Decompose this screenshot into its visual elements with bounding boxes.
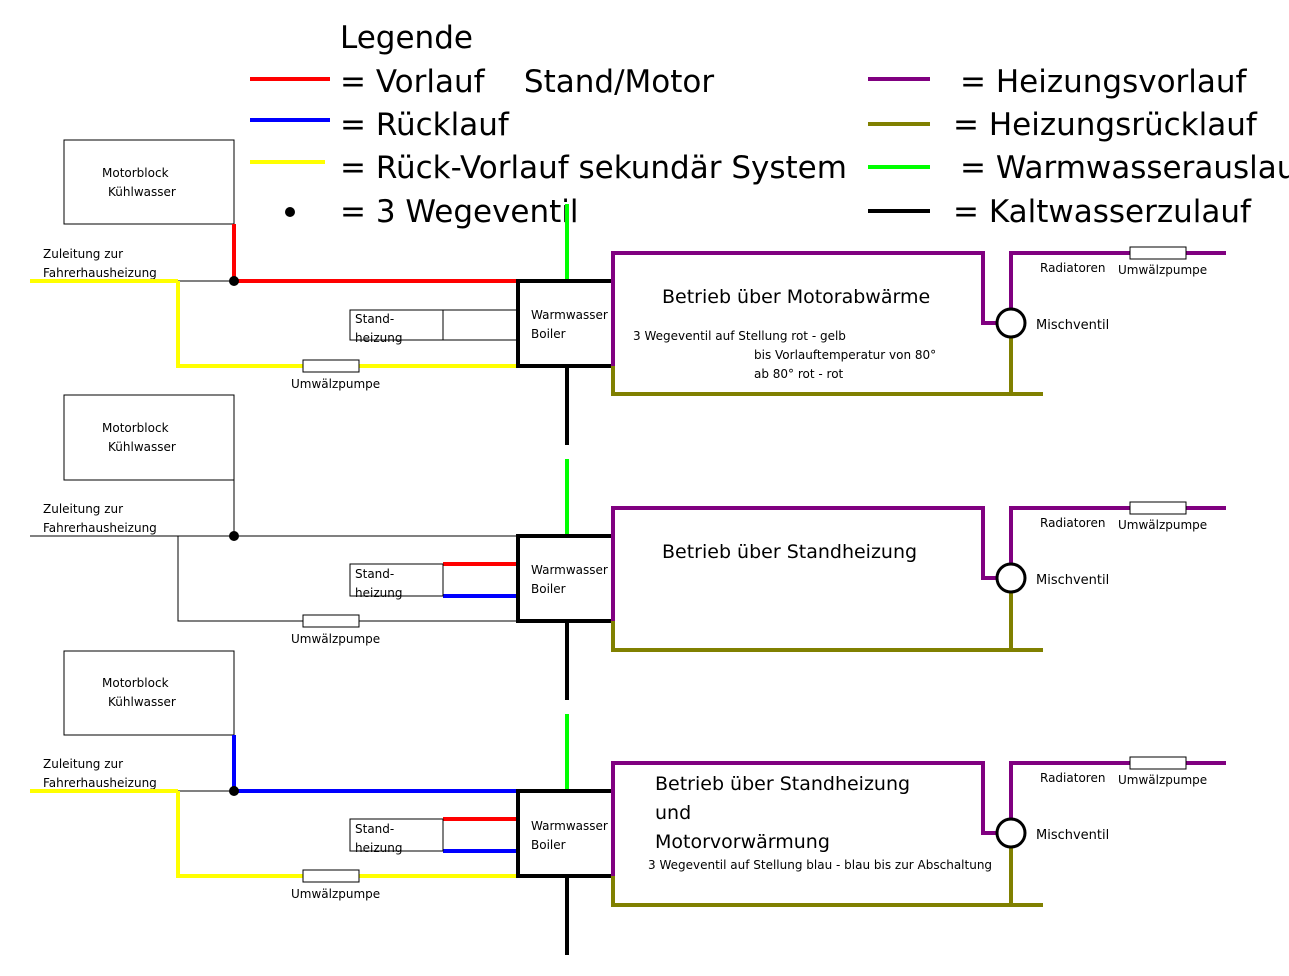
legend-valve-label: = 3 Wegeventil [340,194,579,230]
umwaelzpumpe-label: Umwälzpumpe [1118,518,1207,532]
heizungsvorlauf-pipe [611,506,998,621]
section-note: bis Vorlauftemperatur von 80° [754,348,936,362]
zuleitung-label: Fahrerhausheizung [43,521,157,535]
legend-heizungsruecklauf-label: = Heizungsrücklauf [953,107,1258,143]
heizungsvorlauf-pipe [611,761,998,876]
standheizung-label: heizung [355,841,402,855]
boiler-label: Warmwasser [531,819,608,833]
radiatoren-label: Radiatoren [1040,261,1105,275]
boiler-label: Warmwasser [531,563,608,577]
legend-sekundaer-label: = Rück-Vorlauf sekundär System [340,150,847,186]
section-motor: Motorblock Kühlwasser Zuleitung zur Fahr… [30,139,1226,445]
section-stand: Motorblock Kühlwasser Zuleitung zur Fahr… [30,394,1226,700]
boiler-label: Boiler [531,838,566,852]
boiler-box [516,534,615,623]
heizungsvorlauf-pipe [611,251,998,366]
legend-ruecklauf-label: = Rücklauf [340,107,510,143]
standheizung-label: heizung [355,586,402,600]
standheizung-label: Stand- [355,312,394,326]
umwaelzpumpe-icon [302,869,360,883]
radiatoren-label: Radiatoren [1040,516,1105,530]
boiler-label: Boiler [531,582,566,596]
mischventil-label: Mischventil [1036,573,1109,588]
legend-valve-dot-icon [285,207,295,217]
standheizung-box [349,818,444,852]
umwaelzpumpe-icon [302,614,360,628]
legend-title: Legende [340,20,473,56]
umwaelzpumpe-label: Umwälzpumpe [1118,263,1207,277]
umwaelzpumpe-label: Umwälzpumpe [291,887,380,901]
heizungsruecklauf-pipe [611,366,1043,396]
section-stand-motor: Motorblock Kühlwasser Zuleitung zur Fahr… [30,650,1226,955]
motorblock-label: Kühlwasser [108,695,176,709]
section-title: Motorvorwärmung [655,831,830,853]
mischventil-icon [995,817,1027,849]
three-way-valve-icon [229,786,239,796]
section-note: 3 Wegeventil auf Stellung blau - blau bi… [648,858,992,872]
zuleitung-label: Zuleitung zur [43,502,123,516]
umwaelzpumpe-label: Umwälzpumpe [291,632,380,646]
zuleitung-label: Fahrerhausheizung [43,266,157,280]
thin-pipe [177,536,518,622]
standheizung-label: Stand- [355,567,394,581]
section-title: Betrieb über Standheizung [655,773,910,795]
legend-kaltwasser-label: = Kaltwasserzulauf [953,194,1252,230]
standheizung-box [349,563,444,597]
umwaelzpumpe-icon [1129,501,1187,515]
standheizung-label: Stand- [355,822,394,836]
motorblock-label: Kühlwasser [108,440,176,454]
boiler-label: Warmwasser [531,308,608,322]
section-title: und [655,802,691,824]
radiatoren-label: Radiatoren [1040,771,1105,785]
zuleitung-label: Zuleitung zur [43,247,123,261]
motorblock-label: Motorblock [102,421,169,435]
mischventil-icon [995,307,1027,339]
umwaelzpumpe-label: Umwälzpumpe [291,377,380,391]
motorblock-box [63,139,235,225]
motorblock-box [63,650,235,736]
boiler-box [516,279,615,368]
motorblock-label: Motorblock [102,166,169,180]
mischventil-label: Mischventil [1036,318,1109,333]
standheizung-label: heizung [355,331,402,345]
mischventil-label: Mischventil [1036,828,1109,843]
legend: Legende = Vorlauf Stand/Motor = Rücklauf… [250,20,1289,230]
legend-vorlauf-label: = Vorlauf Stand/Motor [340,64,714,100]
zuleitung-label: Zuleitung zur [43,757,123,771]
motorblock-box [63,394,235,481]
sekundaer-pipe [176,281,518,368]
three-way-valve-icon [229,531,239,541]
motorblock-label: Kühlwasser [108,185,176,199]
umwaelzpumpe-icon [302,359,360,373]
legend-warmwasser-label: = Warmwasserauslauf [960,150,1289,186]
umwaelzpumpe-icon [1129,246,1187,260]
sekundaer-pipe [176,791,518,878]
zuleitung-label: Fahrerhausheizung [43,776,157,790]
heizungsruecklauf-pipe [611,876,1043,907]
legend-heizungsvorlauf-label: = Heizungsvorlauf [960,64,1248,100]
standheizung-box [349,309,444,341]
mischventil-icon [995,562,1027,594]
umwaelzpumpe-label: Umwälzpumpe [1118,773,1207,787]
section-note: ab 80° rot - rot [754,367,844,381]
boiler-label: Boiler [531,327,566,341]
section-title: Betrieb über Motorabwärme [662,286,930,308]
heizungsruecklauf-pipe [611,621,1043,652]
section-note: 3 Wegeventil auf Stellung rot - gelb [633,329,846,343]
umwaelzpumpe-icon [1129,756,1187,770]
boiler-box [516,789,615,878]
motorblock-label: Motorblock [102,676,169,690]
section-title: Betrieb über Standheizung [662,541,917,563]
three-way-valve-icon [229,276,239,286]
